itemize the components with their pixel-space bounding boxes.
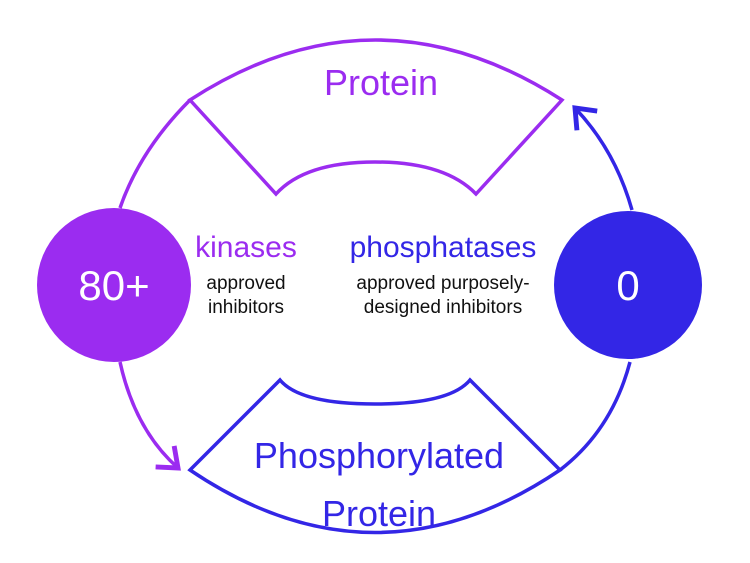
kinases-line2: inhibitors xyxy=(208,297,284,318)
phosphorylated-label-line2: Protein xyxy=(322,493,436,534)
phosphatase-inhibitor-count: 0 xyxy=(616,262,639,309)
phosphorylated-protein-shape xyxy=(187,377,563,535)
phosphorylated-label-line1: Phosphorylated xyxy=(254,435,504,476)
cycle-arc-bottom-right xyxy=(558,361,632,472)
cycle-arc-bottom-left xyxy=(118,361,181,471)
phosphatase-inhibitor-count-circle xyxy=(554,211,702,359)
kinases-line1: approved xyxy=(206,273,285,294)
kinase-inhibitor-count: 80+ xyxy=(78,262,149,309)
kinase-inhibitor-count-circle xyxy=(37,208,191,362)
cycle-arc-top-left xyxy=(118,98,192,209)
protein-label: Protein xyxy=(324,62,438,103)
phosphatases-title: phosphatases xyxy=(350,231,537,264)
protein-shape xyxy=(187,38,565,197)
phosphatases-line2: designed inhibitors xyxy=(364,297,522,318)
phosphatases-line1: approved purposely- xyxy=(356,273,529,294)
kinases-title: kinases xyxy=(195,231,297,264)
cycle-arc-top-right xyxy=(572,105,634,211)
